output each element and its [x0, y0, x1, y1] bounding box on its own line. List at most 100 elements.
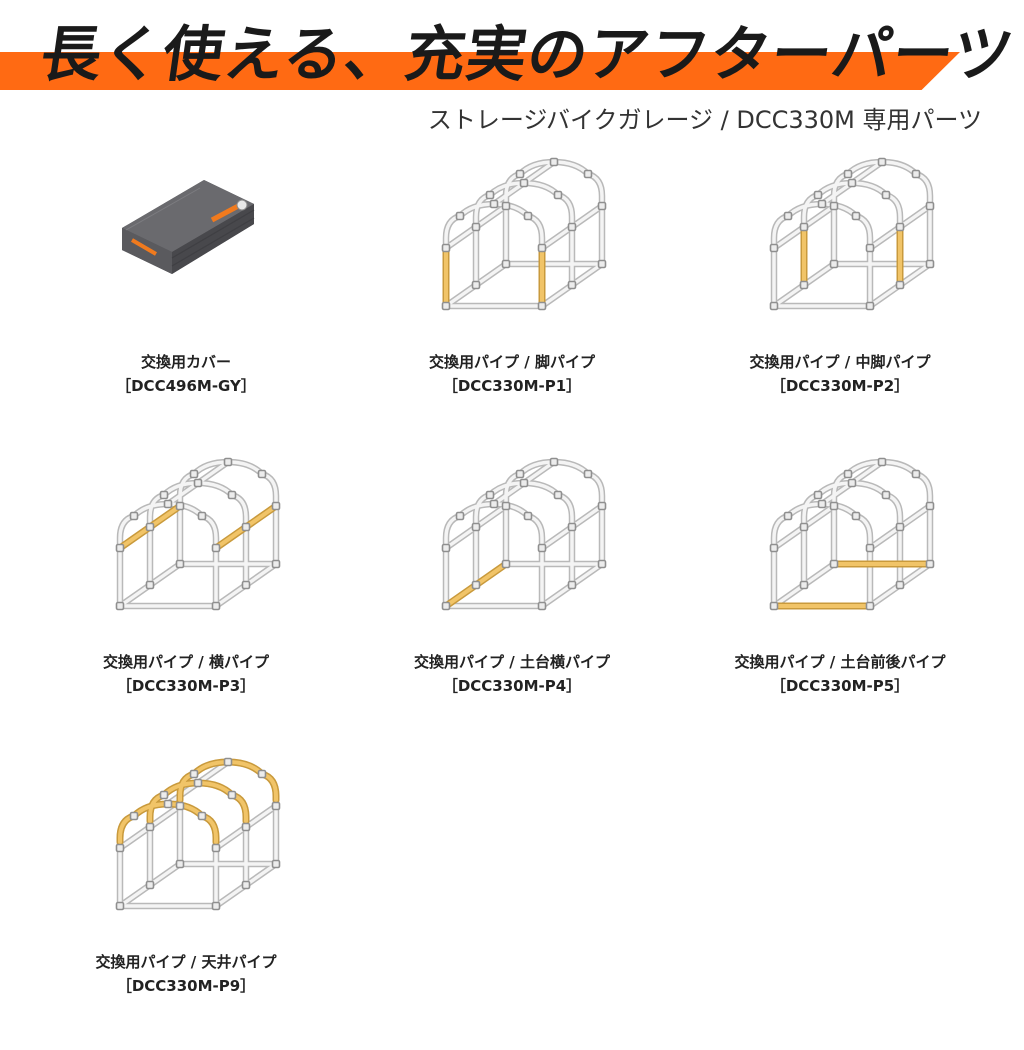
part-code: ［DCC330M-P9］ — [116, 977, 256, 995]
pipe-joint — [925, 501, 935, 511]
pipe-joint — [129, 511, 139, 521]
pipe-joint — [519, 478, 529, 488]
part-card-base-side-pipe[interactable]: 交換用パイプ / 土台横パイプ ［DCC330M-P4］ — [352, 450, 672, 750]
part-code: ［DCC330M-P4］ — [442, 677, 582, 695]
page-title: 長く使える、充実のアフターパーツ — [36, 20, 1019, 90]
part-name: 交換用カバー — [140, 353, 231, 371]
frame-diagram-roof — [115, 757, 281, 911]
pipe-joint — [537, 543, 547, 553]
pipe-joint — [145, 880, 155, 890]
pipe-joint — [271, 501, 281, 511]
pipe-joint — [241, 822, 251, 832]
pipe-frame — [769, 157, 935, 311]
pipe-joint — [271, 801, 281, 811]
pipe-joint — [211, 901, 221, 911]
pipe-joint — [227, 490, 237, 500]
part-card-cover[interactable]: 交換用カバー ［DCC496M-GY］ — [26, 150, 346, 450]
pipe-joint — [865, 301, 875, 311]
pipe-joint — [227, 790, 237, 800]
pipe-joint — [211, 601, 221, 611]
pipe-joint — [597, 559, 607, 569]
pipe-joint — [877, 457, 887, 467]
pipe-joint — [501, 259, 511, 269]
pipe-joint — [567, 522, 577, 532]
pipe-frame — [115, 757, 281, 911]
pipe-joint — [895, 222, 905, 232]
pipe-joint — [817, 199, 827, 209]
pipe-joint — [925, 259, 935, 269]
frame-diagram-base-front-rear — [769, 457, 935, 611]
pipe-joint — [163, 799, 173, 809]
part-card-roof-pipe[interactable]: 交換用パイプ / 天井パイプ ［DCC330M-P9］ — [26, 750, 346, 1050]
pipe-joint — [549, 457, 559, 467]
pipe-joint — [799, 522, 809, 532]
pipe-joint — [877, 157, 887, 167]
pipe-frame — [441, 157, 607, 311]
pipe-joint — [597, 501, 607, 511]
pipe-joint — [911, 169, 921, 179]
pipe-joint — [159, 490, 169, 500]
pipe-joint — [813, 490, 823, 500]
pipe-joint — [549, 157, 559, 167]
pipe-joint — [197, 511, 207, 521]
pipe-joint — [583, 469, 593, 479]
pipe-joint — [175, 501, 185, 511]
part-name: 交換用パイプ / 横パイプ — [103, 653, 269, 671]
pipe-joint — [441, 601, 451, 611]
pipe-joint — [851, 511, 861, 521]
frame-diagram-mid-leg — [769, 157, 935, 311]
pipe-joint — [567, 222, 577, 232]
pipe-frame — [441, 457, 607, 611]
pipe-joint — [471, 580, 481, 590]
part-card-side-pipe[interactable]: 交換用パイプ / 横パイプ ［DCC330M-P3］ — [26, 450, 346, 750]
pipe-joint — [441, 543, 451, 553]
pipe-joint — [441, 301, 451, 311]
pipe-joint — [471, 222, 481, 232]
pipe-frame — [769, 457, 935, 611]
page-subtitle: ストレージバイクガレージ / DCC330M 専用パーツ — [427, 106, 982, 134]
pipe-joint — [523, 511, 533, 521]
pipe-joint — [159, 790, 169, 800]
pipe-joint — [271, 859, 281, 869]
pipe-joint — [189, 769, 199, 779]
pipe-joint — [817, 499, 827, 509]
pipe-joint — [223, 457, 233, 467]
pipe-joint — [501, 201, 511, 211]
pipe-joint — [515, 169, 525, 179]
part-code: ［DCC330M-P1］ — [442, 377, 582, 395]
pipe-joint — [799, 280, 809, 290]
part-card-base-front-rear-pipe[interactable]: 交換用パイプ / 土台前後パイプ ［DCC330M-P5］ — [680, 450, 1000, 750]
part-card-leg-pipe[interactable]: 交換用パイプ / 脚パイプ ［DCC330M-P1］ — [352, 150, 672, 450]
pipe-joint — [241, 880, 251, 890]
pipe-joint — [115, 901, 125, 911]
pipe-joint — [799, 580, 809, 590]
pipe-joint — [553, 190, 563, 200]
pipe-joint — [843, 469, 853, 479]
pipe-joint — [223, 757, 233, 767]
pipe-joint — [189, 469, 199, 479]
pipe-joint — [193, 478, 203, 488]
pipe-joint — [783, 211, 793, 221]
pipe-joint — [769, 601, 779, 611]
pipe-joint — [895, 580, 905, 590]
part-code: ［DCC330M-P2］ — [770, 377, 910, 395]
pipe-joint — [881, 190, 891, 200]
part-card-mid-leg-pipe[interactable]: 交換用パイプ / 中脚パイプ ［DCC330M-P2］ — [680, 150, 1000, 450]
pipe-joint — [769, 543, 779, 553]
pipe-joint — [501, 501, 511, 511]
pipe-joint — [257, 469, 267, 479]
pipe-joint — [925, 559, 935, 569]
pipe-joint — [813, 190, 823, 200]
pipe-joint — [471, 280, 481, 290]
pipe-frame — [115, 457, 281, 611]
pipe-joint — [175, 559, 185, 569]
part-name: 交換用パイプ / 土台横パイプ — [414, 653, 610, 671]
pipe-joint — [847, 478, 857, 488]
pipe-joint — [471, 522, 481, 532]
pipe-joint — [515, 469, 525, 479]
pipe-joint — [241, 580, 251, 590]
frame-diagram-base-side — [441, 457, 607, 611]
pipe-joint — [537, 601, 547, 611]
part-code: ［DCC496M-GY］ — [116, 377, 256, 395]
pipe-joint — [567, 280, 577, 290]
